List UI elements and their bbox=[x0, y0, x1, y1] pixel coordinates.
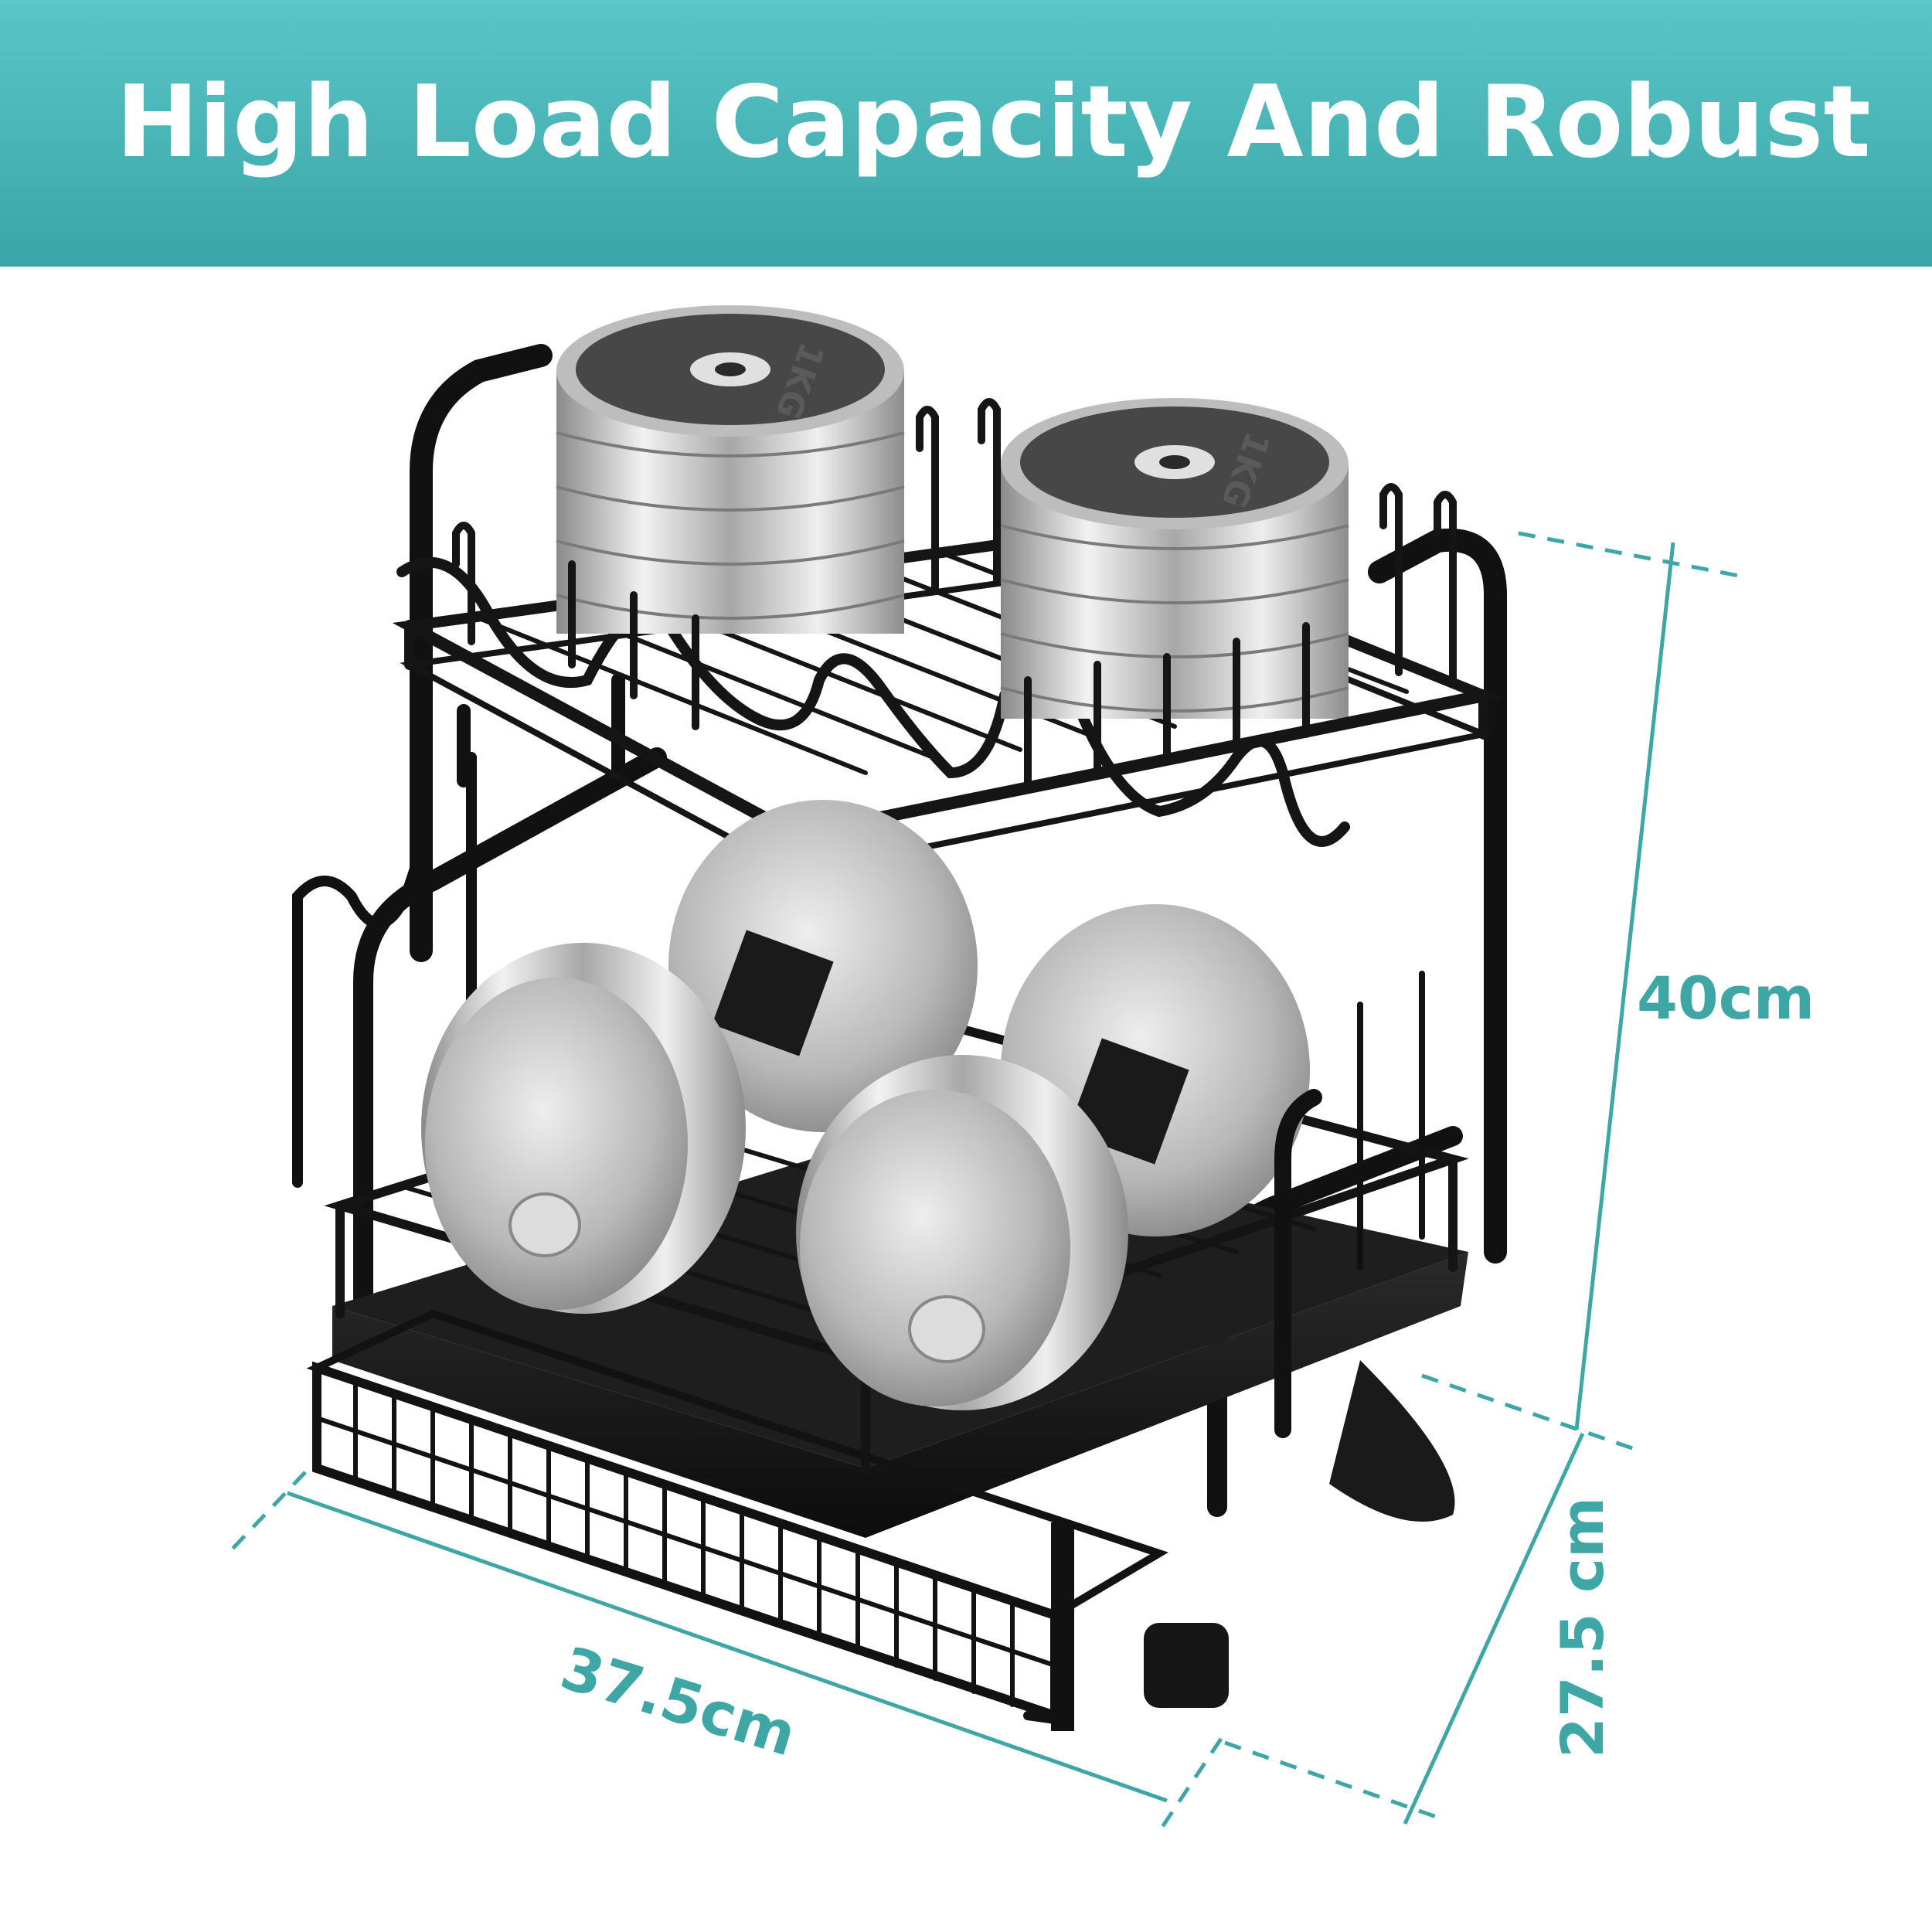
weight-plate-stack-right: 1KG bbox=[1000, 398, 1349, 719]
height-dimension-label: 40cm bbox=[1637, 964, 1815, 1032]
dumbbell-back bbox=[421, 800, 978, 1314]
dimension-lines bbox=[230, 531, 1740, 1833]
top-shelf-front-rail bbox=[403, 560, 1490, 841]
rack-right-side bbox=[1274, 971, 1425, 1438]
weight-plate-stack-left: 1KG bbox=[556, 305, 905, 634]
utensil-basket bbox=[306, 1309, 1169, 1731]
dumbbell-front bbox=[796, 904, 1310, 1410]
depth-dimension-label: 27.5 cm bbox=[1548, 1496, 1617, 1758]
header-banner: High Load Capacity And Robust bbox=[0, 0, 1932, 267]
page-title: High Load Capacity And Robust bbox=[116, 65, 1871, 180]
